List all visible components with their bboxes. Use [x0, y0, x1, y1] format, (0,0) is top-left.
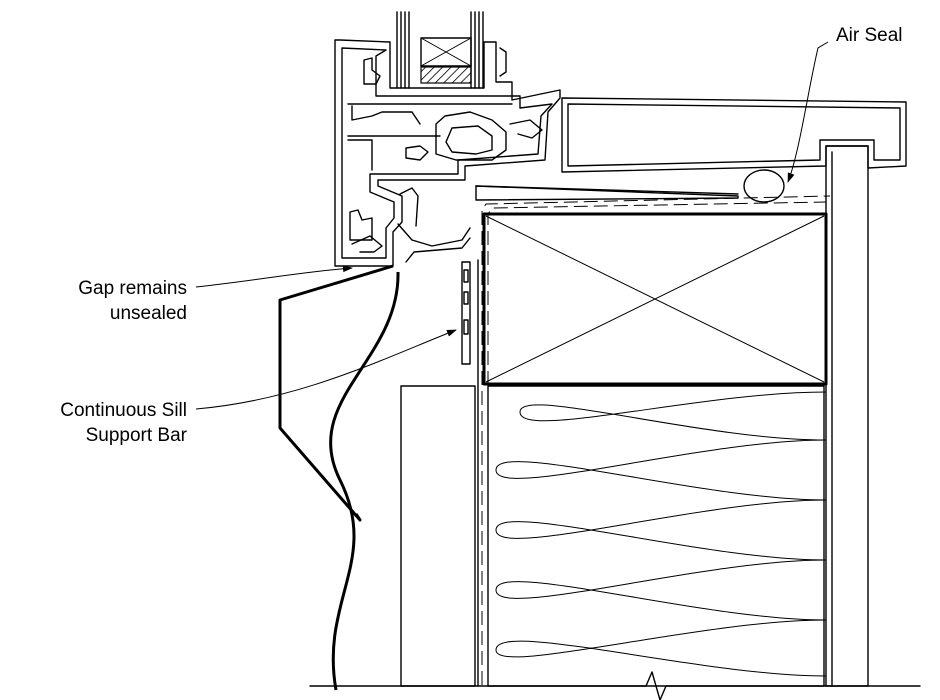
sill-leader [195, 329, 457, 410]
gap-label-line-2: unsealed [109, 303, 187, 324]
exterior-cladding [329, 271, 400, 691]
sill-support-label-line-1: Continuous Sill [60, 400, 187, 421]
sill-support-label-line-2: Support Bar [85, 425, 187, 446]
break-line [309, 671, 921, 700]
wood-blocking [482, 212, 828, 386]
tapered-shim [475, 185, 739, 201]
wall-sheathing [400, 259, 479, 687]
gap-leader [195, 265, 353, 288]
air-seal-leader [787, 41, 829, 183]
gap-label-line-1: Gap remains [78, 278, 187, 299]
glass-unit [396, 11, 484, 89]
interior-trim [825, 145, 869, 687]
sill-support-label: Continuous Sill Support Bar [60, 398, 187, 448]
air-seal-backer-rod [743, 169, 785, 203]
exterior-flashing [278, 264, 394, 522]
air-seal-label: Air Seal [836, 25, 903, 46]
gap-label: Gap remains unsealed [78, 276, 187, 326]
sill-support-bar [461, 261, 471, 365]
interior-sill-cap [561, 97, 907, 173]
window-frame-extrusion [334, 39, 561, 267]
membrane [481, 195, 831, 685]
batt-insulation [487, 385, 827, 687]
